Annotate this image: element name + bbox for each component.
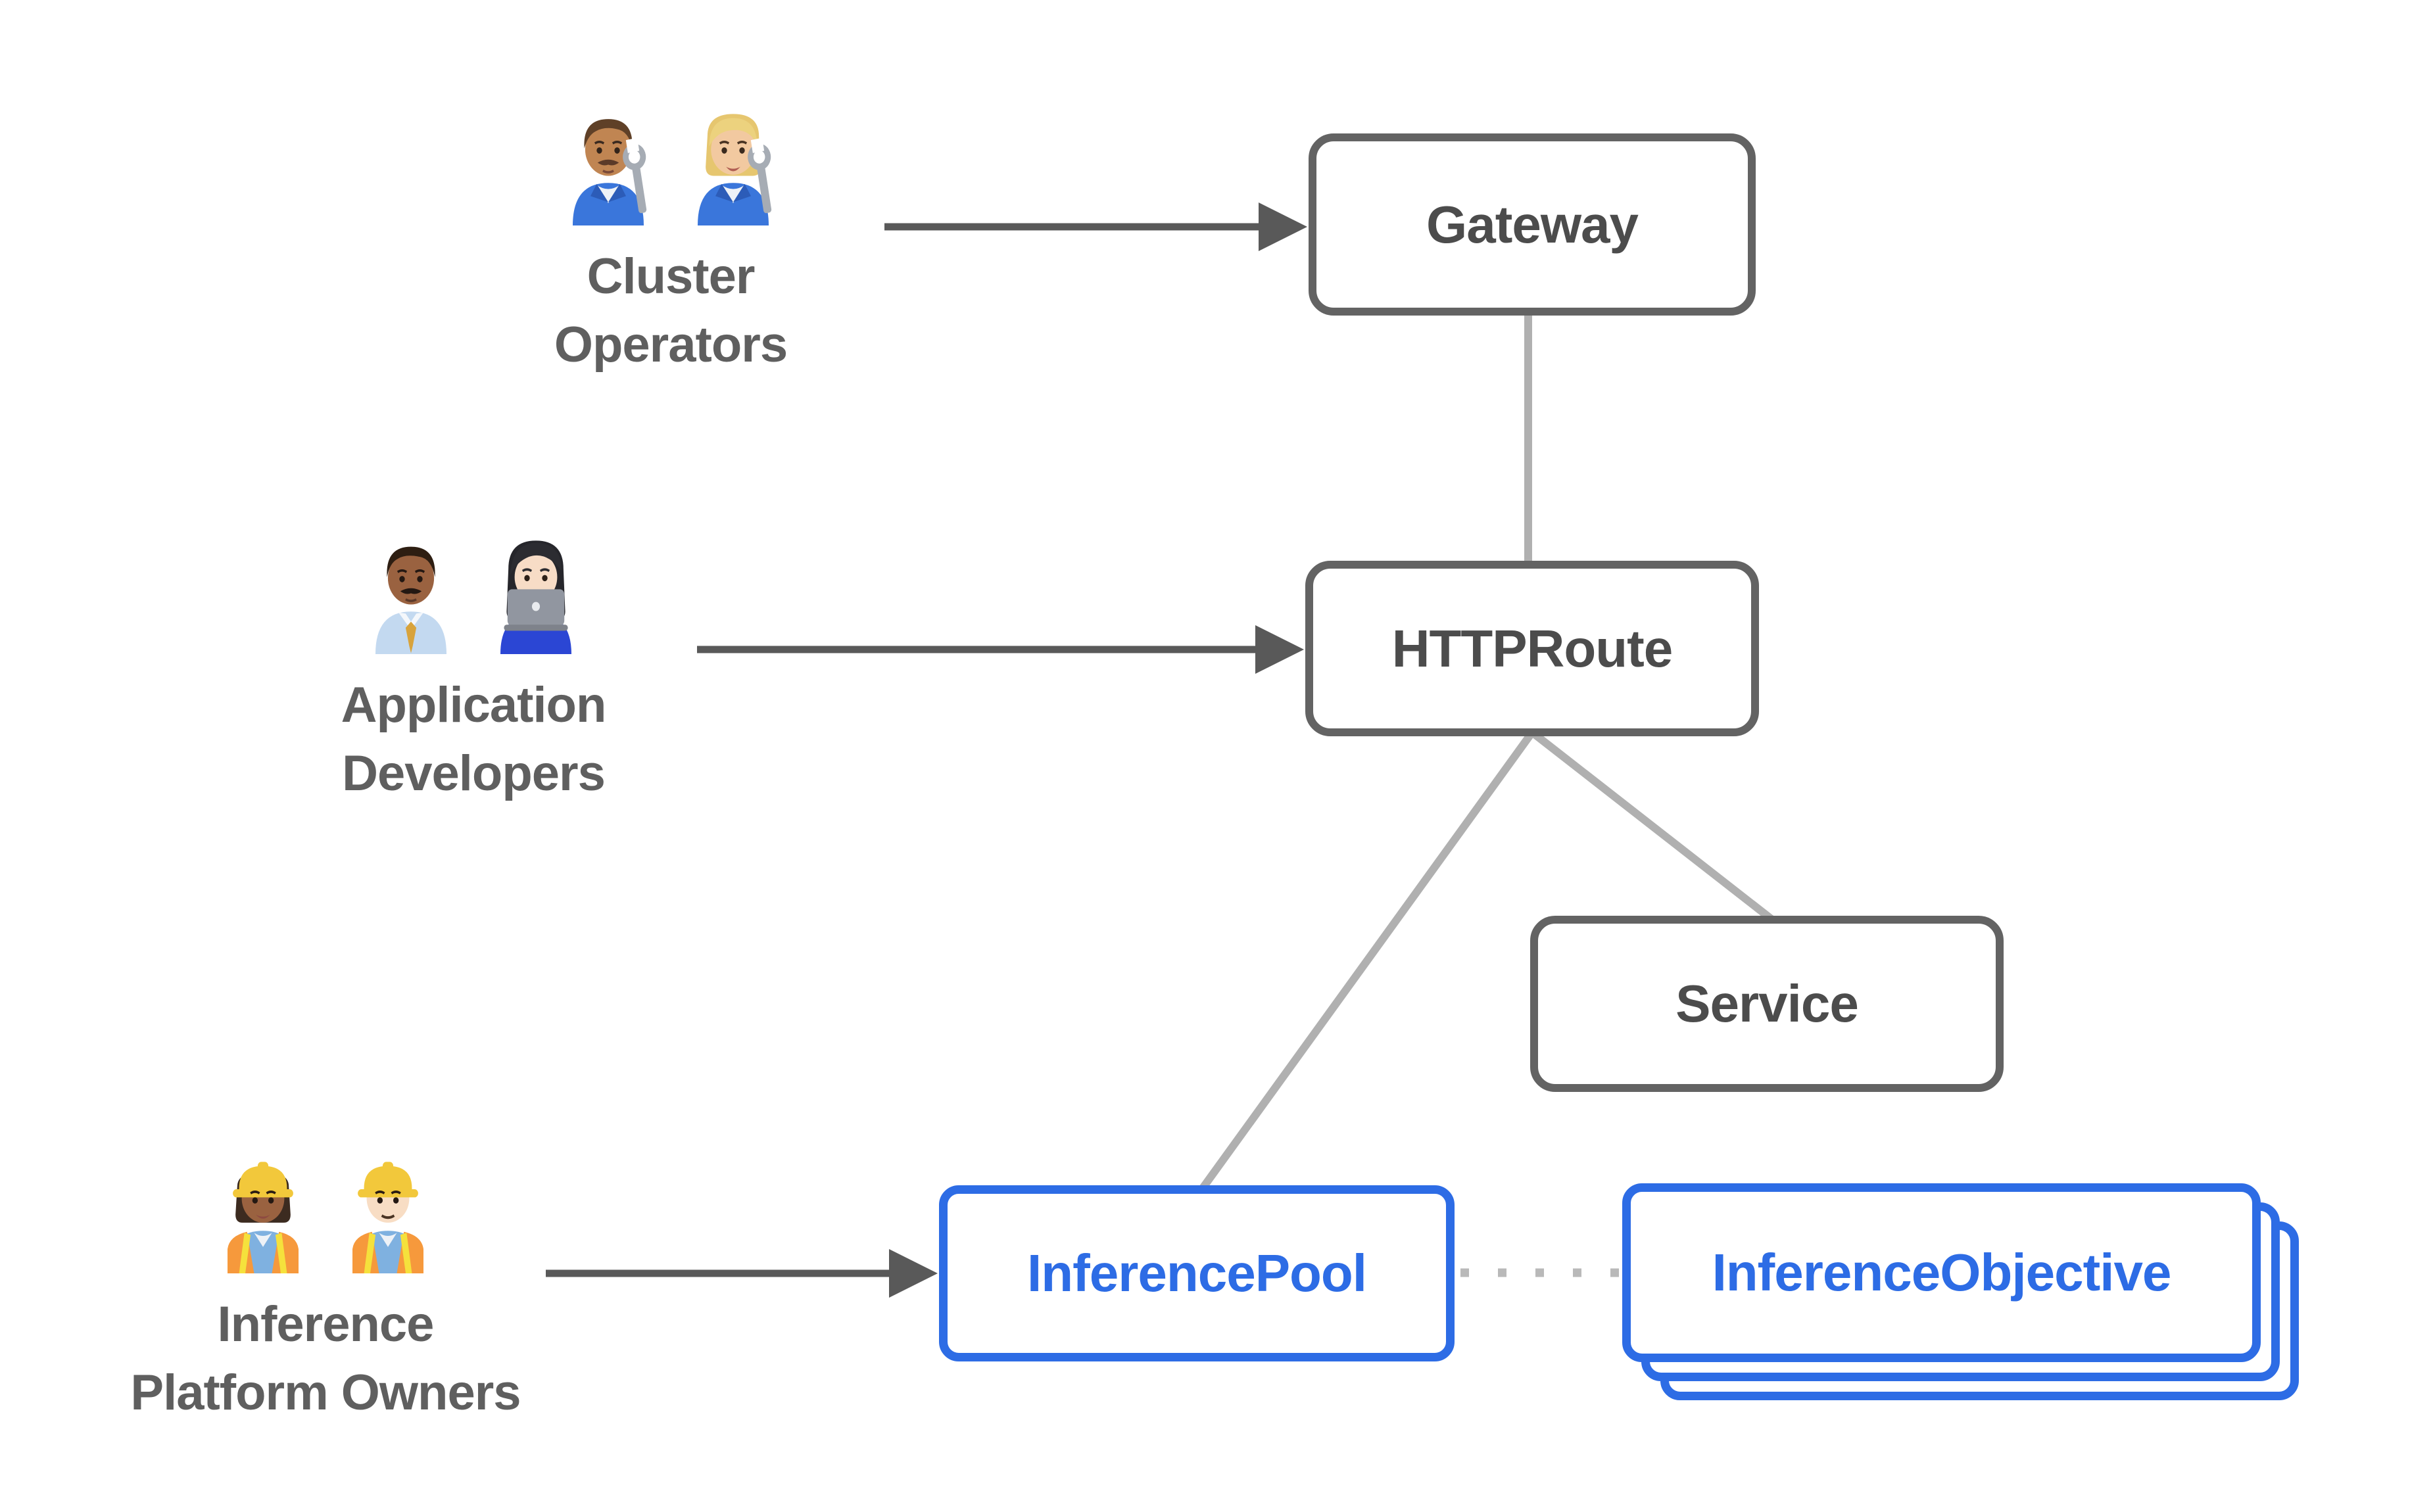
node-inferencepool-label: InferencePool xyxy=(1026,1244,1367,1302)
arrow-appdevs-httproute xyxy=(697,625,1304,674)
node-httproute: HTTPRoute xyxy=(1305,561,1759,736)
actor-label-application-developers: Application Developers xyxy=(341,671,607,808)
wrench-icon xyxy=(748,137,772,214)
node-gateway-label: Gateway xyxy=(1426,195,1639,254)
node-httproute-label: HTTPRoute xyxy=(1391,619,1674,678)
actor-label-line: Operators xyxy=(554,317,788,373)
hard-hat-icon xyxy=(233,1162,293,1198)
arrowhead-icon xyxy=(889,1249,938,1298)
edge-httproute-inferencepool xyxy=(1198,730,1535,1193)
laptop-icon xyxy=(504,589,568,631)
woman-mechanic-emoji xyxy=(698,114,772,225)
node-gateway: Gateway xyxy=(1309,133,1756,316)
cluster-operators-icons xyxy=(555,97,786,225)
actor-label-line: Developers xyxy=(342,745,606,801)
wrench-icon xyxy=(623,137,647,214)
actor-label-line: Platform Owners xyxy=(130,1365,521,1421)
node-service-label: Service xyxy=(1675,974,1859,1033)
node-inferenceobjective: InferenceObjective xyxy=(1622,1183,2261,1362)
woman-technologist-emoji xyxy=(500,540,571,654)
actor-inference-platform-owners: Inference Platform Owners xyxy=(108,1145,542,1427)
woman-construction-worker-emoji xyxy=(228,1162,299,1273)
actor-label-cluster-operators: Cluster Operators xyxy=(554,243,788,379)
man-construction-worker-emoji xyxy=(352,1162,423,1273)
man-mechanic-emoji xyxy=(573,119,647,225)
hard-hat-icon xyxy=(358,1162,418,1198)
inference-platform-owners-icons xyxy=(210,1145,441,1273)
node-inferencepool: InferencePool xyxy=(939,1185,1455,1361)
arrowhead-icon xyxy=(1259,202,1307,251)
actor-label-line: Application xyxy=(341,677,607,733)
node-inferenceobjective-label: InferenceObjective xyxy=(1712,1243,2172,1302)
actor-label-line: Inference xyxy=(217,1296,435,1352)
actor-label-line: Cluster xyxy=(587,248,756,304)
node-service: Service xyxy=(1530,916,2004,1092)
edge-httproute-service xyxy=(1530,729,1777,925)
arrow-platformowners-inferencepool xyxy=(546,1249,938,1298)
arrowhead-icon xyxy=(1255,625,1304,674)
arrow-clusterops-gateway xyxy=(884,202,1307,251)
application-developers-icons xyxy=(358,526,589,654)
actor-cluster-operators: Cluster Operators xyxy=(473,97,868,379)
actor-label-inference-platform-owners: Inference Platform Owners xyxy=(130,1290,521,1427)
man-office-worker-emoji xyxy=(375,546,446,654)
actor-application-developers: Application Developers xyxy=(276,526,671,808)
